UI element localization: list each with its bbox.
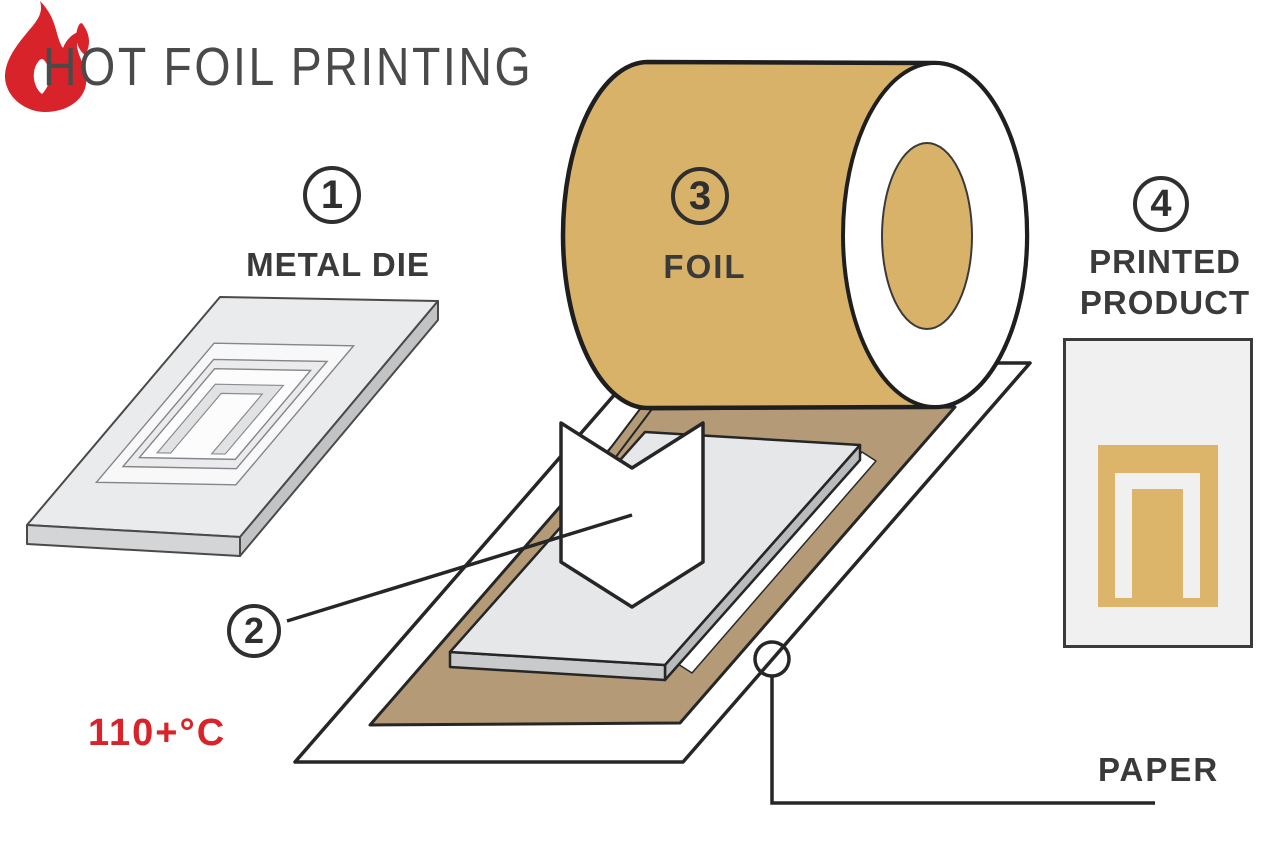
foil-roll [560, 59, 1030, 411]
step-4-number: 4 [1150, 182, 1172, 225]
product-design-top-slot [1115, 473, 1200, 489]
page-title: HOT FOIL PRINTING [43, 37, 534, 97]
step-4-badge: 4 [1133, 176, 1189, 232]
printed-product-card [1063, 338, 1253, 648]
printed-product-label-top: PRINTED [1089, 243, 1241, 280]
printed-product-label-bottom: PRODUCT [1079, 284, 1251, 321]
product-design-left-slot [1115, 473, 1132, 598]
step-3-badge: 3 [671, 167, 729, 225]
paper-label: PAPER [1098, 751, 1220, 788]
temperature-label: 110+°C [88, 712, 227, 754]
metal-die-label: METAL DIE [246, 246, 430, 283]
foil-label: FOIL [663, 248, 747, 285]
paper-callout-line [770, 676, 1155, 805]
step-2-number: 2 [243, 610, 265, 651]
step-1-number: 1 [320, 172, 344, 217]
die-raised-frame [96, 343, 353, 485]
printed-product-label: PRINTED PRODUCT [1065, 241, 1265, 323]
step-3-number: 3 [688, 173, 712, 218]
die-engraved-motif [157, 384, 283, 454]
foil-roll-core [881, 142, 973, 330]
metal-die-illustration [27, 297, 438, 556]
press-callout-line [286, 513, 633, 623]
product-design-right-slot [1183, 473, 1200, 598]
flame-icon [5, 1, 90, 112]
die-plate-side [239, 300, 439, 557]
step-2-badge: 2 [227, 604, 281, 658]
product-foil-design [1098, 445, 1218, 607]
step-1-badge: 1 [303, 166, 361, 224]
